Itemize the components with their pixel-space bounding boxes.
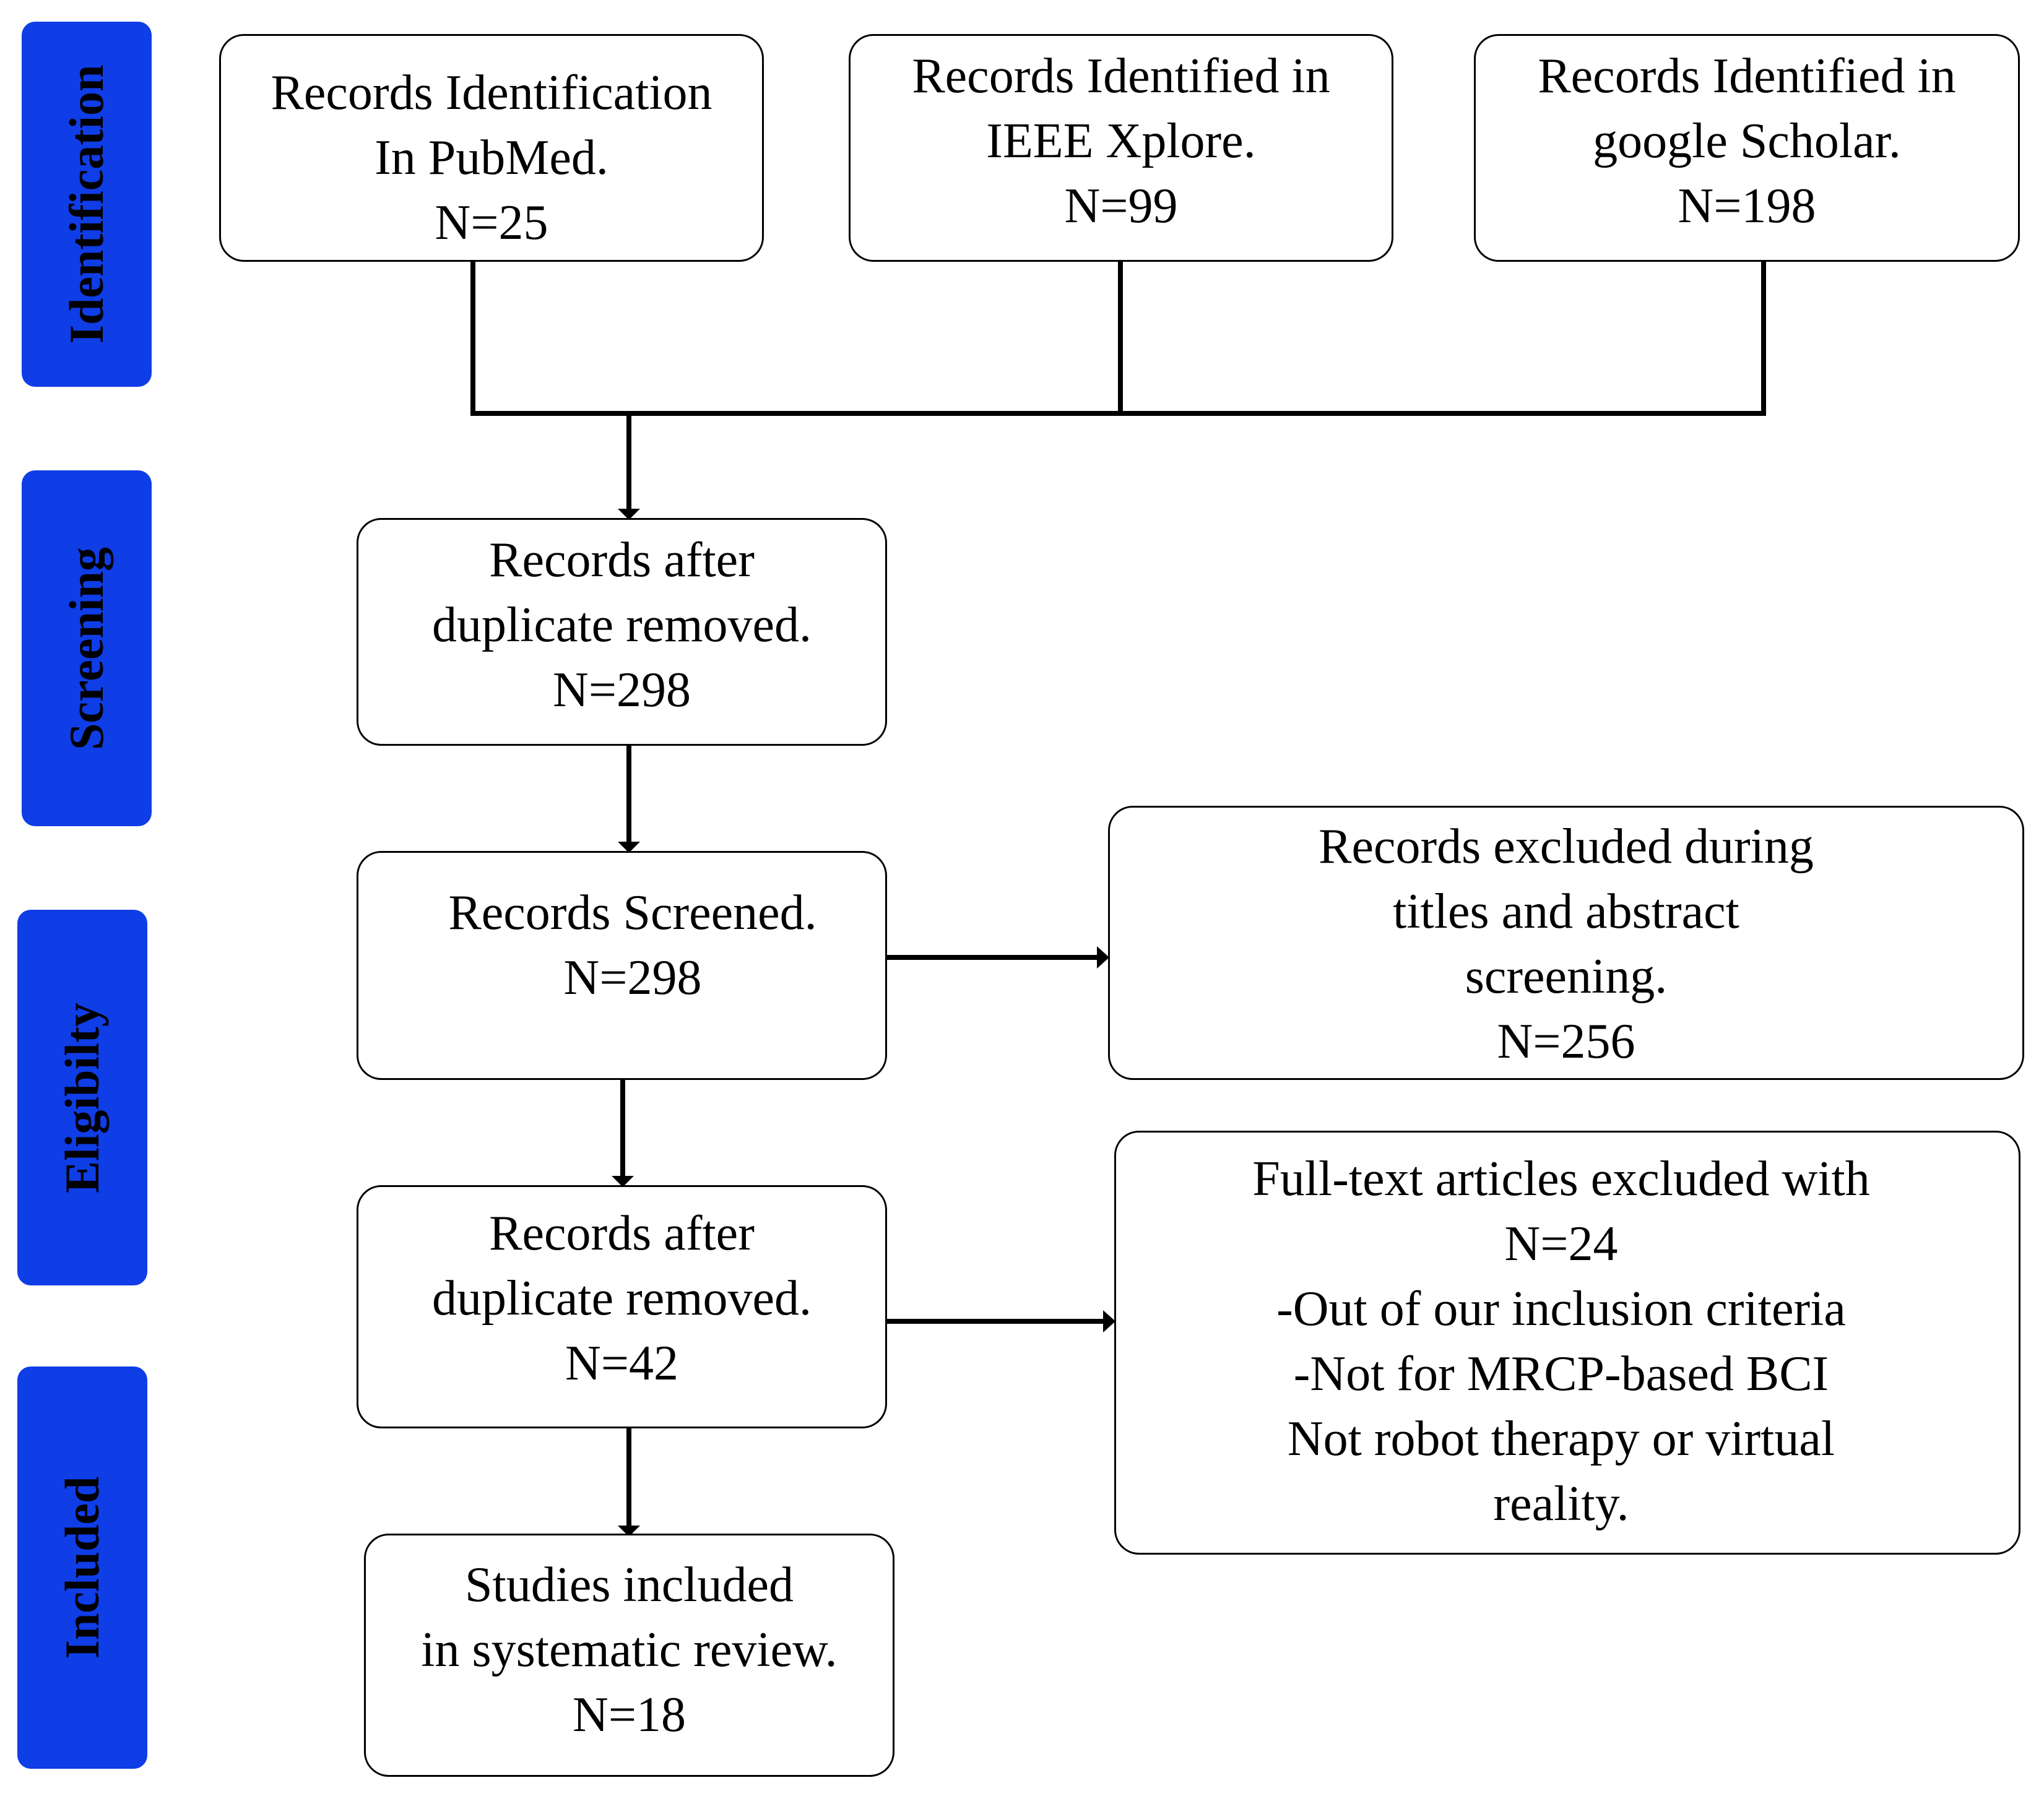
box-text-line: Records Screened. [448, 886, 817, 940]
box-text-line: in systematic review. [421, 1623, 838, 1677]
box-text-line: -Not for MRCP-based BCI [1293, 1347, 1829, 1401]
box-text-line: reality. [1493, 1477, 1629, 1531]
box-text-line: Full-text articles excluded with [1252, 1152, 1870, 1206]
phase-label: Identification [59, 64, 113, 344]
box-scholar: Records Identified in google Scholar. N=… [1474, 34, 2020, 262]
box-text-line: titles and abstract [1393, 884, 1739, 939]
arrowhead-excluded-fulltext [1103, 1310, 1115, 1332]
box-text-line: N=256 [1497, 1014, 1635, 1069]
phase-eligibility: Eligibilty [17, 910, 147, 1285]
box-text-line: N=298 [553, 663, 691, 717]
box-text-line: N=25 [435, 196, 548, 250]
arrowhead-screened [618, 842, 640, 853]
box-excluded-fulltext: Full-text articles excluded with N=24 -O… [1114, 1131, 2020, 1555]
phase-label: Eligibilty [55, 1002, 109, 1193]
arrowhead-excluded-screening [1097, 946, 1109, 969]
box-text-line: N=24 [1504, 1217, 1618, 1271]
box-text-line: N=99 [1064, 179, 1178, 233]
box-text-line: N=42 [565, 1336, 678, 1391]
box-text-line: Records after [489, 1206, 755, 1261]
box-text-line: Records after [489, 533, 755, 587]
box-ieee: Records Identified in IEEE Xplore. N=99 [849, 34, 1393, 262]
box-text-line: In PubMed. [375, 131, 608, 185]
box-text-line: Records Identified in [912, 49, 1330, 103]
box-text-line: Records excluded during [1319, 819, 1814, 874]
box-text-line: N=18 [573, 1688, 686, 1742]
box-text-line: IEEE Xplore. [986, 114, 1256, 168]
box-text-line: Records Identified in [1538, 49, 1956, 103]
arrowhead-included [618, 1526, 640, 1537]
box-text-line: Not robot therapy or virtual [1287, 1412, 1835, 1466]
box-excluded-screening: Records excluded during titles and abstr… [1108, 806, 2024, 1080]
box-text-line: duplicate removed. [431, 598, 812, 652]
box-text-line: N=198 [1678, 179, 1816, 233]
arrowhead-after-duplicates-2 [612, 1176, 634, 1187]
box-text-line: -Out of our inclusion criteria [1276, 1282, 1846, 1336]
box-text-line: Studies included [464, 1558, 794, 1612]
phase-screening: Screening [22, 470, 152, 826]
box-after-duplicates: Records after duplicate removed. N=298 [357, 518, 887, 746]
box-screened: Records Screened. N=298 [357, 851, 887, 1080]
arrowhead-merge [618, 509, 640, 520]
phase-label: Included [55, 1476, 109, 1659]
phase-label: Screening [59, 546, 113, 750]
box-pubmed: Records Identification In PubMed. N=25 [219, 34, 764, 262]
box-included: Studies included in systematic review. N… [364, 1534, 894, 1777]
phase-included: Included [17, 1366, 147, 1769]
box-text-line: google Scholar. [1593, 114, 1901, 168]
box-text-line: duplicate removed. [431, 1271, 812, 1326]
box-text-line: Records Identification [271, 66, 712, 120]
box-after-duplicates-2: Records after duplicate removed. N=42 [357, 1185, 887, 1428]
box-text-line: N=298 [563, 951, 702, 1005]
box-text-line: screening. [1465, 949, 1668, 1004]
phase-identification: Identification [22, 22, 152, 387]
